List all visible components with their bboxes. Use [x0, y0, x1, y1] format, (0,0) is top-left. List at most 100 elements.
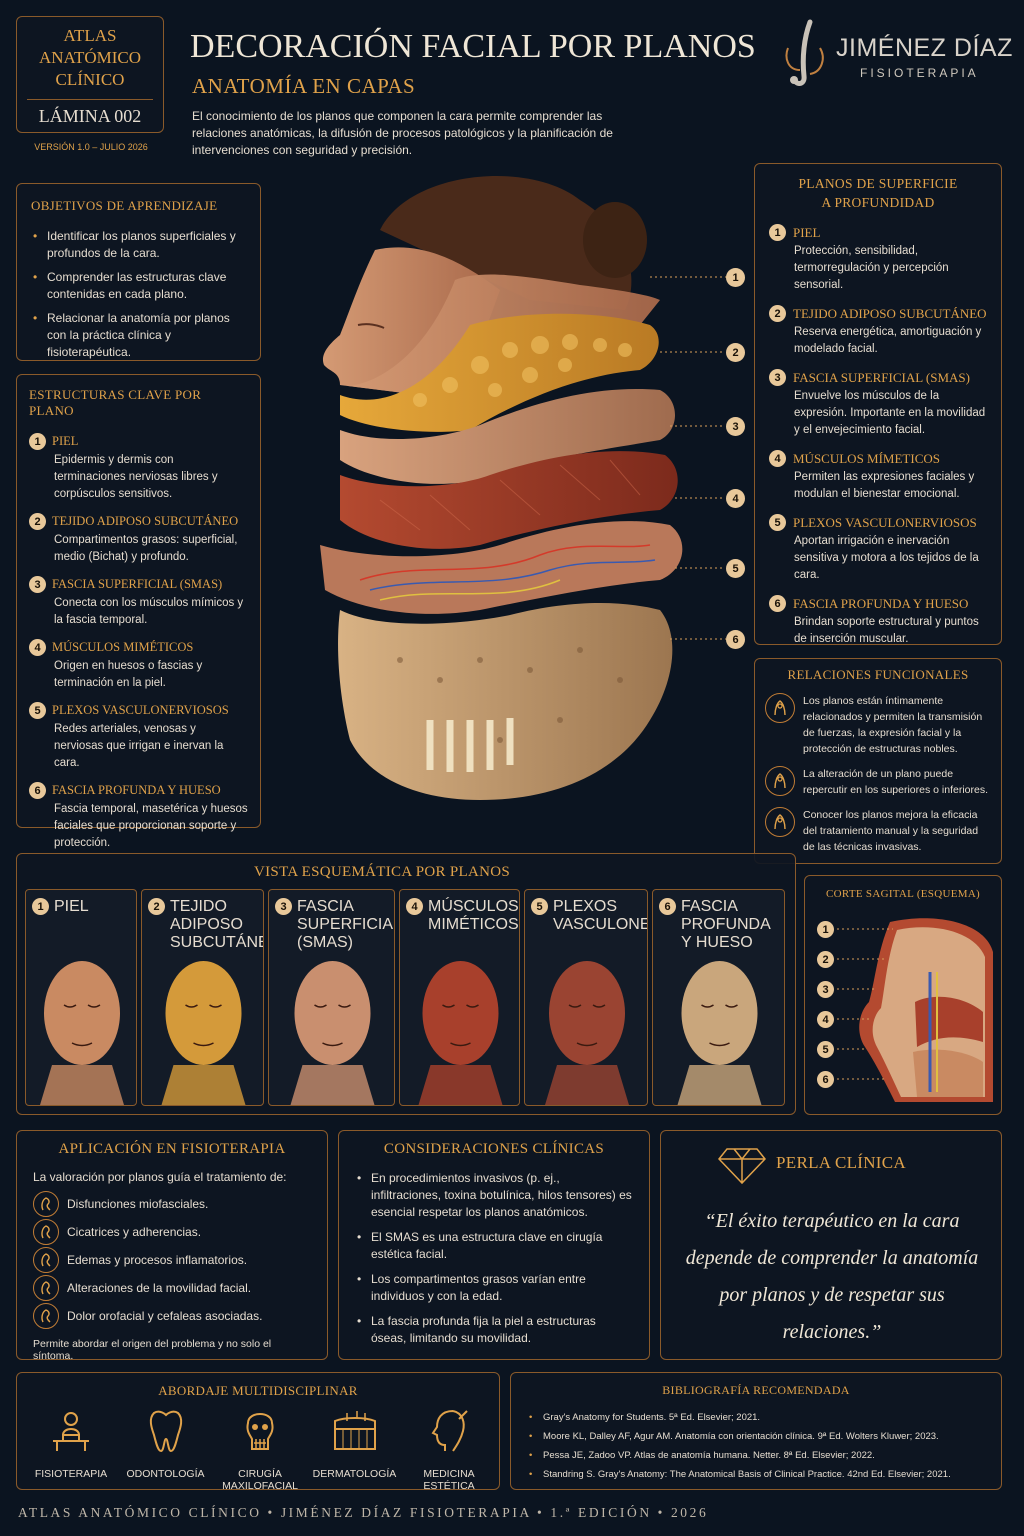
structure-description: Origen en huesos o fascias y terminación…: [54, 660, 203, 689]
physio-item: Disfunciones miofasciales.: [33, 1190, 311, 1218]
sagittal-marker: 3: [817, 981, 834, 998]
discipline-item: ODONTOLOGÍA: [120, 1405, 212, 1492]
physio-item: Alteraciones de la movilidad facial.: [33, 1274, 311, 1302]
intro-text: El conocimiento de los planos que compon…: [192, 109, 613, 157]
list-item: La fascia profunda fija la piel a estruc…: [355, 1313, 633, 1347]
schematic-label-line-2: VASCULONERVIOSOS: [553, 916, 647, 933]
physio-panel: APLICACIÓN EN FISIOTERAPIA La valoración…: [16, 1130, 328, 1362]
schematic-label-line-1: FASCIA: [297, 898, 354, 915]
number-badge: 3: [275, 898, 292, 915]
therapist-icon: [53, 1412, 89, 1451]
face-icon: [765, 766, 795, 796]
number-badge: 4: [406, 898, 423, 915]
atlas-line-2: ANATÓMICO: [39, 48, 141, 67]
number-badge: 4: [769, 450, 786, 467]
atlas-title: ATLAS ANATÓMICO CLÍNICO: [17, 17, 163, 91]
objectives-title: OBJETIVOS DE APRENDIZAJE: [31, 198, 218, 213]
planes-title-line-2: A PROFUNDIDAD: [821, 195, 935, 210]
objectives-panel: OBJETIVOS DE APRENDIZAJE Identificar los…: [16, 183, 261, 361]
pearl-quote: “El éxito terapéutico en la cara depende…: [685, 1210, 979, 1343]
clinical-list: En procedimientos invasivos (p. ej., inf…: [355, 1170, 633, 1347]
schematic-label-line-1: MÚSCULOS: [428, 898, 519, 915]
tooth-icon: [149, 1410, 182, 1453]
schematic-label-line-1: FASCIA PROFUNDA: [681, 898, 771, 933]
figure-marker: 6: [726, 630, 745, 649]
relation-item: La alteración de un plano puede repercut…: [765, 766, 991, 798]
atlas-line-3: CLÍNICO: [55, 70, 125, 89]
list-item: Gray's Anatomy for Students. 5ª Ed. Else…: [527, 1408, 985, 1427]
physio-item: Cicatrices y adherencias.: [33, 1218, 311, 1246]
planes-title-line-1: PLANOS DE SUPERFICIE: [798, 176, 958, 191]
discipline-item: CIRUGÍA MAXILOFACIAL: [214, 1405, 306, 1492]
plane-description: Reserva energética, amortiguación y mode…: [794, 326, 982, 355]
list-item: Comprender las estructuras clave conteni…: [31, 269, 246, 303]
schematic-label-line-1: PIEL: [54, 898, 89, 915]
physio-item-label: Edemas y procesos inflamatorios.: [67, 1253, 248, 1267]
plane-description: Brindan soporte estructural y puntos de …: [794, 616, 979, 645]
schematic-face: [545, 961, 629, 1105]
schematic-label-line-1: TEJIDO ADIPOSO: [170, 898, 243, 933]
sheet-number: LÁMINA 002: [38, 106, 142, 126]
plane-description: Envuelve los músculos de la expresión. I…: [794, 390, 986, 436]
number-badge: 2: [769, 305, 786, 322]
sagittal-marker: 4: [817, 1011, 834, 1028]
structure-label: FASCIA SUPERFICIAL (SMAS): [52, 577, 223, 591]
list-item: En procedimientos invasivos (p. ej., inf…: [355, 1170, 633, 1221]
discipline-label: CIRUGÍA MAXILOFACIAL: [222, 1468, 298, 1492]
schematic-label-line-2: SUPERFICIAL (SMAS): [297, 916, 395, 951]
atlas-line-1: ATLAS: [63, 26, 117, 45]
objectives-list: Identificar los planos superficiales y p…: [31, 228, 246, 361]
hands-icon: [765, 807, 795, 837]
structure-label: FASCIA PROFUNDA Y HUESO: [52, 783, 221, 797]
sagittal-marker: 1: [817, 921, 834, 938]
list-item: Standring S. Gray's Anatomy: The Anatomi…: [527, 1465, 985, 1484]
relations-list: Los planos están íntimamente relacionado…: [765, 693, 991, 855]
structure-label: PIEL: [52, 434, 79, 448]
relation-text: Los planos están íntimamente relacionado…: [803, 695, 983, 755]
pearl-title: PERLA CLÍNICA: [776, 1153, 906, 1172]
bibliography-panel: BIBLIOGRAFÍA RECOMENDADA Gray's Anatomy …: [510, 1372, 1002, 1490]
structures-title: ESTRUCTURAS CLAVE POR PLANO: [29, 387, 202, 418]
pearl-panel: PERLA CLÍNICA “El éxito terapéutico en l…: [660, 1130, 1002, 1360]
discipline-label: DERMATOLOGÍA: [312, 1468, 397, 1480]
multidisciplinary-list: FISIOTERAPIA ODONTOLOGÍA CIRUGÍA MAXILOFAC…: [25, 1405, 495, 1492]
number-badge: 6: [769, 595, 786, 612]
relations-panel: RELACIONES FUNCIONALES Los planos están …: [754, 658, 1002, 864]
figure-marker: 4: [726, 489, 745, 508]
physio-title: APLICACIÓN EN FISIOTERAPIA: [58, 1141, 286, 1157]
face-profile-icon: [431, 1410, 468, 1452]
number-badge: 5: [531, 898, 548, 915]
discipline-item: FISIOTERAPIA: [25, 1405, 117, 1492]
list-item: Identificar los planos superficiales y p…: [31, 228, 246, 262]
treatment-icon: [33, 1247, 59, 1273]
sagittal-marker: 5: [817, 1041, 834, 1058]
plane-description: Permiten las expresiones faciales y modu…: [794, 471, 975, 500]
page-title: DECORACIÓN FACIAL POR PLANOS: [190, 28, 756, 65]
physio-item-label: Alteraciones de la movilidad facial.: [67, 1281, 252, 1295]
clinical-panel: CONSIDERACIONES CLÍNICAS En procedimient…: [338, 1130, 650, 1360]
discipline-label: ODONTOLOGÍA: [126, 1468, 205, 1480]
structure-description: Fascia temporal, masetérica y huesos fac…: [54, 803, 248, 849]
schematic-label-line-2: MIMÉTICOS: [428, 916, 519, 933]
